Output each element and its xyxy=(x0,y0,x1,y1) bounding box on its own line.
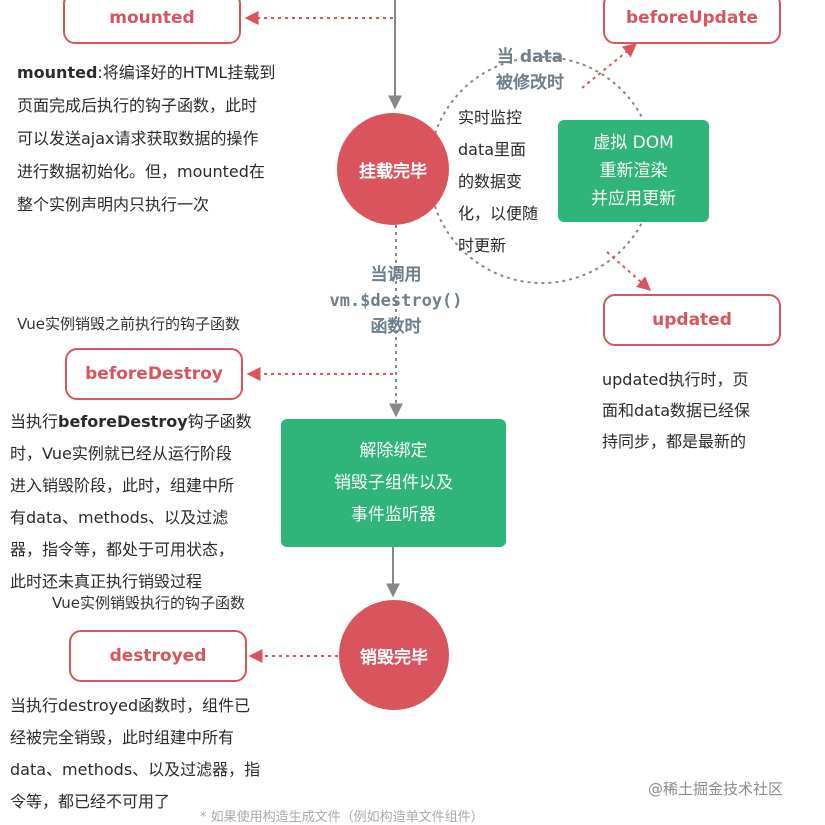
virtual-dom-line: 重新渲染 xyxy=(599,161,668,181)
mounted-hook: mounted xyxy=(63,0,241,44)
updated-description: updated执行时，页 面和data数据已经保 持同步，都是最新的 xyxy=(602,364,750,457)
virtual-dom-line: 虚拟 DOM xyxy=(593,133,674,153)
before-destroy-keyword: beforeDestroy xyxy=(58,412,188,431)
mounted-done-circle: 挂载完毕 xyxy=(337,113,449,225)
description-line: 经被完全销毁，此时组建中所有 xyxy=(10,728,235,747)
watch-line: data里面 xyxy=(458,140,527,159)
description-line: 进入销毁阶段，此时，组建中所 xyxy=(10,476,235,495)
watch-line: 的数据变 xyxy=(458,172,523,191)
description-line: 有data、methods、以及过滤 xyxy=(10,508,229,527)
before-destroy-description: 当执行beforeDestroy钩子函数 时，Vue实例就已经从运行阶段 进入销… xyxy=(10,406,252,598)
condition-line: 被修改时 xyxy=(496,73,564,93)
updated-hook: updated xyxy=(603,294,781,346)
before-destroy-caption: Vue实例销毁之前执行的钩子函数 xyxy=(17,315,240,333)
description-line: 时，Vue实例就已经从运行阶段 xyxy=(10,444,232,463)
virtual-dom-box: 虚拟 DOM 重新渲染 并应用更新 xyxy=(558,120,709,222)
description-text: 当执行 xyxy=(10,412,59,431)
condition-line: vm.$destroy() xyxy=(329,291,463,311)
description-line: 器，指令等，都处于可用状态， xyxy=(10,540,235,559)
teardown-box: 解除绑定 销毁子组件以及 事件监听器 xyxy=(281,419,506,547)
destroy-call-condition: 当调用 vm.$destroy() 函数时 xyxy=(318,262,474,340)
description-line: 面和data数据已经保 xyxy=(602,401,751,420)
description-text: :将编译好的HTML挂载到 xyxy=(97,63,276,82)
condition-line: 函数时 xyxy=(370,317,422,337)
description-line: 当执行beforeDestroy钩子函数 xyxy=(10,406,252,438)
destroy-done-circle: 销毁完毕 xyxy=(339,600,449,710)
watch-line: 化，以便随 xyxy=(458,204,539,223)
destroyed-description: 当执行destroyed函数时，组件已 经被完全销毁，此时组建中所有 data、… xyxy=(10,690,260,818)
teardown-line: 销毁子组件以及 xyxy=(334,473,453,493)
teardown-line: 解除绑定 xyxy=(359,441,428,461)
bottom-clipped-note: * 如果使用构造生成文件（例如构造单文件组件） xyxy=(200,810,484,825)
description-line: 令等，都已经不可用了 xyxy=(10,792,171,811)
watch-text: 实时监控 data里面 的数据变 化，以便随 时更新 xyxy=(458,102,538,262)
watch-line: 时更新 xyxy=(458,236,507,255)
arrow-to-updated xyxy=(606,251,652,291)
description-line: 当执行destroyed函数时，组件已 xyxy=(10,696,251,715)
destroyed-caption: Vue实例销毁执行的钩子函数 xyxy=(52,594,245,612)
description-line: 此时还未真正执行销毁过程 xyxy=(10,572,203,591)
virtual-dom-line: 并应用更新 xyxy=(591,189,676,209)
watch-line: 实时监控 xyxy=(458,108,523,127)
description-text: 钩子函数 xyxy=(187,412,252,431)
condition-line: 当调用 xyxy=(370,265,422,285)
description-line: 页面完成后执行的钩子函数，此时 xyxy=(17,96,258,115)
condition-line: 当 data xyxy=(496,47,564,67)
mounted-keyword: mounted xyxy=(17,63,98,82)
description-line: data、methods、以及过滤器，指 xyxy=(10,760,261,779)
mounted-description: mounted:将编译好的HTML挂载到 页面完成后执行的钩子函数，此时 可以发… xyxy=(17,56,275,221)
description-line: 可以发送ajax请求获取数据的操作 xyxy=(17,129,259,148)
description-line: 进行数据初始化。但，mounted在 xyxy=(17,162,265,181)
description-line: 整个实例声明内只执行一次 xyxy=(17,195,210,214)
before-destroy-hook: beforeDestroy xyxy=(65,348,243,400)
data-changed-condition: 当 data 被修改时 xyxy=(470,44,590,96)
arrow-to-before-update xyxy=(581,43,638,89)
description-line: mounted:将编译好的HTML挂载到 xyxy=(17,56,275,89)
before-update-hook: beforeUpdate xyxy=(603,0,781,44)
description-line: 持同步，都是最新的 xyxy=(602,432,747,451)
description-line: updated执行时，页 xyxy=(602,370,749,389)
watermark: @稀土掘金技术社区 xyxy=(648,780,784,798)
teardown-line: 事件监听器 xyxy=(351,505,436,525)
destroyed-hook: destroyed xyxy=(69,630,247,682)
